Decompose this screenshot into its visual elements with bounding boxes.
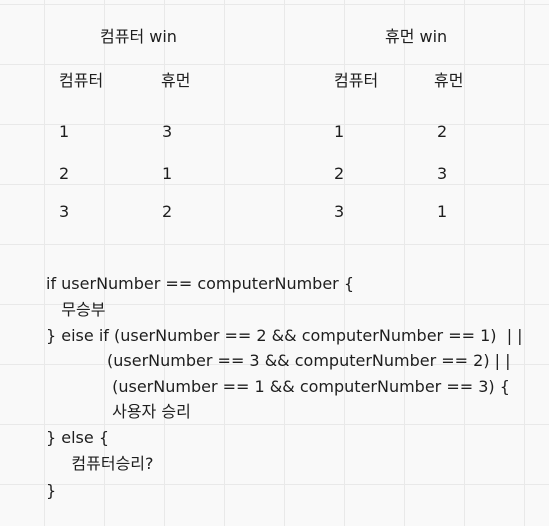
computer-win-row1-human: 3 [162,122,173,141]
human-win-row2-human: 3 [437,164,448,183]
human-win-header-computer: 컴퓨터 [334,71,379,90]
human-win-row2-computer: 2 [334,164,345,183]
code-line-2: 무승부 [46,300,106,319]
human-win-header-human: 휴먼 [434,71,464,90]
computer-win-header-computer: 컴퓨터 [59,71,104,90]
computer-win-row2-human: 1 [162,164,173,183]
computer-win-row2-computer: 2 [59,164,70,183]
code-line-9: } [46,481,57,500]
code-line-8: 컴퓨터승리? [46,454,154,473]
code-line-1: if userNumber == computerNumber { [46,274,355,293]
computer-win-row3-computer: 3 [59,202,70,221]
computer-win-row3-human: 2 [162,202,173,221]
code-line-7: } else { [46,428,109,447]
computer-win-header-human: 휴먼 [161,71,191,90]
code-line-3: } eise if (userNumber == 2 && computerNu… [46,326,523,345]
human-win-row1-human: 2 [437,122,448,141]
human-win-row3-computer: 3 [334,202,345,221]
human-win-title: 휴먼 win [385,27,448,46]
computer-win-row1-computer: 1 [59,122,70,141]
code-line-4: (userNumber == 3 && computerNumber == 2)… [46,351,511,370]
human-win-row3-human: 1 [437,202,448,221]
human-win-row1-computer: 1 [334,122,345,141]
computer-win-title: 컴퓨터 win [100,27,177,46]
code-line-6: 사용자 승리 [46,402,191,421]
code-line-5: (userNumber == 1 && computerNumber == 3)… [46,377,510,396]
